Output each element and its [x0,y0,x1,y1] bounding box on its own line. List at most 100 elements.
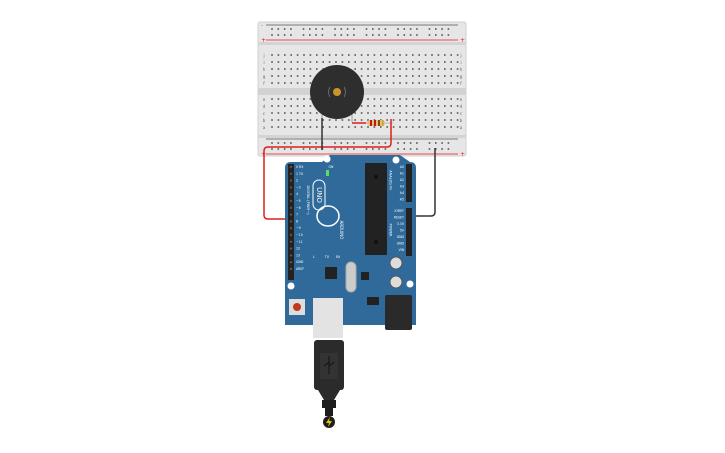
breadboard-hole[interactable] [271,28,273,30]
breadboard-hole[interactable] [424,54,427,56]
breadboard-hole[interactable] [296,82,299,84]
breadboard-hole[interactable] [283,28,286,30]
breadboard-hole[interactable] [271,82,273,84]
breadboard-hole[interactable] [283,34,286,36]
breadboard-hole[interactable] [365,142,368,144]
breadboard-hole[interactable] [354,54,356,56]
breadboard-hole[interactable] [424,105,427,107]
breadboard-hole[interactable] [450,126,452,128]
breadboard-hole[interactable] [405,54,408,56]
breadboard-hole[interactable] [380,126,382,128]
breadboard-hole[interactable] [334,28,336,30]
breadboard-hole[interactable] [412,54,414,56]
breadboard-hole[interactable] [392,82,395,84]
breadboard-hole[interactable] [309,126,312,128]
breadboard-hole[interactable] [412,75,414,77]
breadboard-hole[interactable] [437,61,440,63]
breadboard-hole[interactable] [290,75,292,77]
digital-pin[interactable] [289,247,293,250]
breadboard-hole[interactable] [296,54,299,56]
breadboard-hole[interactable] [354,126,356,128]
breadboard-hole[interactable] [322,119,324,121]
breadboard-hole[interactable] [399,98,401,100]
breadboard-hole[interactable] [456,82,459,84]
breadboard-hole[interactable] [378,148,380,150]
breadboard-hole[interactable] [397,34,399,36]
breadboard-hole[interactable] [416,34,418,36]
breadboard-hole[interactable] [456,105,459,107]
breadboard-hole[interactable] [450,54,452,56]
breadboard-hole[interactable] [431,68,433,70]
breadboard-hole[interactable] [380,61,382,63]
breadboard-hole[interactable] [277,142,280,144]
breadboard-hole[interactable] [303,98,305,100]
breadboard-hole[interactable] [367,68,369,70]
breadboard-hole[interactable] [372,148,374,150]
breadboard-hole[interactable] [392,112,395,114]
breadboard-hole[interactable] [367,75,369,77]
breadboard-hole[interactable] [428,34,431,36]
breadboard-hole[interactable] [271,105,273,107]
breadboard-hole[interactable] [277,34,280,36]
breadboard-hole[interactable] [360,54,363,56]
breadboard-hole[interactable] [437,105,440,107]
breadboard-hole[interactable] [380,112,382,114]
breadboard-hole[interactable] [403,148,406,150]
breadboard-hole[interactable] [315,148,317,150]
breadboard-hole[interactable] [431,54,433,56]
breadboard-hole[interactable] [437,82,440,84]
breadboard-hole[interactable] [309,34,311,36]
breadboard-hole[interactable] [405,75,408,77]
digital-pin[interactable] [289,254,293,257]
breadboard-hole[interactable] [334,148,336,150]
breadboard-hole[interactable] [392,54,395,56]
breadboard-hole[interactable] [365,148,368,150]
breadboard-hole[interactable] [397,148,399,150]
breadboard-hole[interactable] [405,98,408,100]
breadboard-hole[interactable] [450,98,452,100]
breadboard-hole[interactable] [378,142,380,144]
breadboard-hole[interactable] [341,119,344,121]
breadboard-hole[interactable] [424,98,427,100]
breadboard-hole[interactable] [424,112,427,114]
breadboard-hole[interactable] [431,61,433,63]
breadboard-hole[interactable] [405,82,408,84]
breadboard-hole[interactable] [367,112,369,114]
breadboard-hole[interactable] [444,54,446,56]
breadboard-hole[interactable] [380,98,382,100]
breadboard-hole[interactable] [444,82,446,84]
digital-pin[interactable] [289,227,293,230]
breadboard-hole[interactable] [271,126,273,128]
breadboard-hole[interactable] [341,126,344,128]
breadboard-hole[interactable] [450,119,452,121]
breadboard-hole[interactable] [437,112,440,114]
breadboard-hole[interactable] [290,112,292,114]
breadboard-hole[interactable] [315,34,317,36]
breadboard-hole[interactable] [409,148,412,150]
breadboard-hole[interactable] [373,82,376,84]
breadboard-hole[interactable] [303,126,305,128]
breadboard-hole[interactable] [373,98,376,100]
digital-pin[interactable] [289,165,293,169]
breadboard-hole[interactable] [424,119,427,121]
breadboard-hole[interactable] [303,119,305,121]
breadboard-hole[interactable] [409,142,412,144]
breadboard-hole[interactable] [418,54,420,56]
breadboard-hole[interactable] [271,112,273,114]
breadboard-hole[interactable] [277,68,280,70]
breadboard-hole[interactable] [277,105,280,107]
breadboard-hole[interactable] [271,75,273,77]
breadboard-hole[interactable] [444,105,446,107]
breadboard-hole[interactable] [284,105,286,107]
breadboard-hole[interactable] [397,142,399,144]
breadboard-hole[interactable] [367,61,369,63]
breadboard-hole[interactable] [335,119,337,121]
digital-pin[interactable] [289,186,293,189]
breadboard-hole[interactable] [405,68,408,70]
breadboard-hole[interactable] [296,75,299,77]
breadboard-hole[interactable] [441,142,443,144]
breadboard-hole[interactable] [428,28,431,30]
breadboard-hole[interactable] [296,126,299,128]
